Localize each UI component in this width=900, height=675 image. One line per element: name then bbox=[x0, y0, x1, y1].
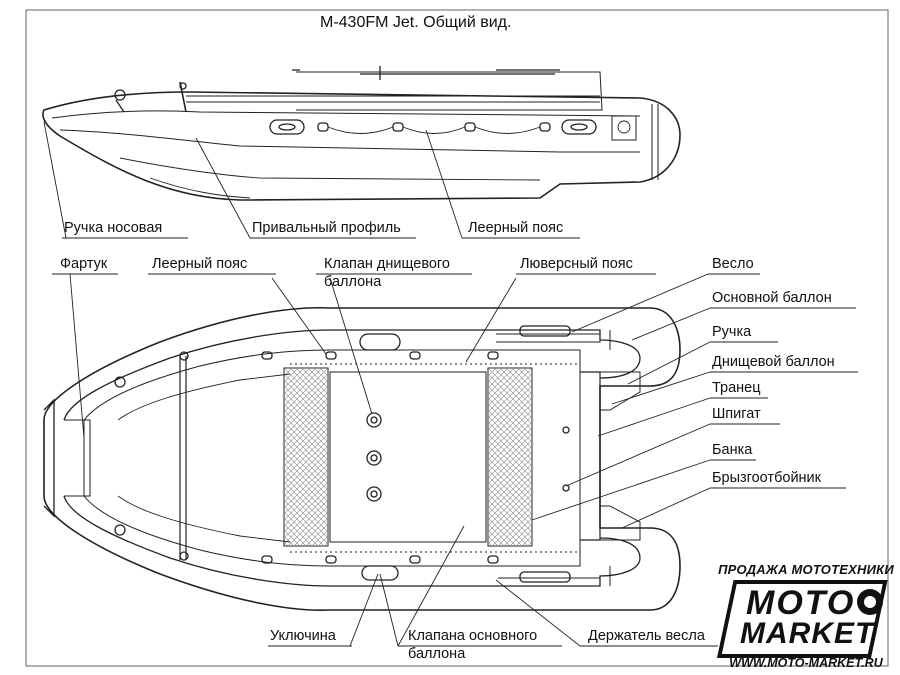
floor-board-left-mesh bbox=[285, 369, 327, 545]
label-transom: Транец bbox=[712, 380, 761, 396]
moto-market-logo: ПРОДАЖА МОТОТЕХНИКИ MOTO MARKET WWW.MOTO… bbox=[716, 562, 896, 672]
side-view bbox=[42, 66, 681, 201]
label-oar: Весло bbox=[712, 256, 754, 272]
diagram-border bbox=[25, 9, 889, 667]
floor-board-right-mesh bbox=[489, 369, 531, 545]
moto-market-logo-graphic bbox=[716, 580, 888, 658]
label-main-valves-2: баллона bbox=[408, 646, 466, 662]
top-leaders bbox=[52, 273, 858, 647]
label-keel-valve-2: баллона bbox=[324, 274, 382, 290]
label-oarlock: Уключина bbox=[270, 628, 336, 644]
label-apron: Фартук bbox=[60, 256, 108, 272]
label-bench: Банка bbox=[712, 442, 753, 458]
logo-line-2: MARKET bbox=[740, 617, 875, 650]
label-lifeline-side: Леерный пояс bbox=[468, 220, 564, 236]
side-leaders bbox=[43, 121, 580, 239]
label-drain: Шпигат bbox=[712, 406, 761, 422]
logo-top-text: ПРОДАЖА МОТОТЕХНИКИ bbox=[718, 562, 894, 577]
label-oar-holder: Держатель весла bbox=[588, 628, 705, 644]
logo-url: WWW.MOTO-MARKET.RU bbox=[729, 656, 883, 670]
label-lifeline-top: Леерный пояс bbox=[152, 256, 248, 272]
label-grommet-belt: Люверсный пояс bbox=[520, 256, 633, 272]
label-splash-guard: Брызгоотбойник bbox=[712, 470, 821, 486]
label-keel-valve-1: Клапан днищевого bbox=[324, 256, 450, 272]
label-handle: Ручка bbox=[712, 324, 752, 340]
diagram-title: M-430FM Jet. Общий вид. bbox=[320, 14, 512, 31]
label-keel-tube: Днищевой баллон bbox=[712, 354, 835, 370]
logo-line-1: MOTO bbox=[746, 584, 856, 622]
label-main-valves-1: Клапана основного bbox=[408, 628, 538, 644]
label-main-tube: Основной баллон bbox=[712, 290, 832, 306]
top-view bbox=[43, 306, 681, 612]
label-mooring-profile: Привальный профиль bbox=[252, 220, 401, 236]
label-bow-handle: Ручка носовая bbox=[64, 220, 163, 236]
